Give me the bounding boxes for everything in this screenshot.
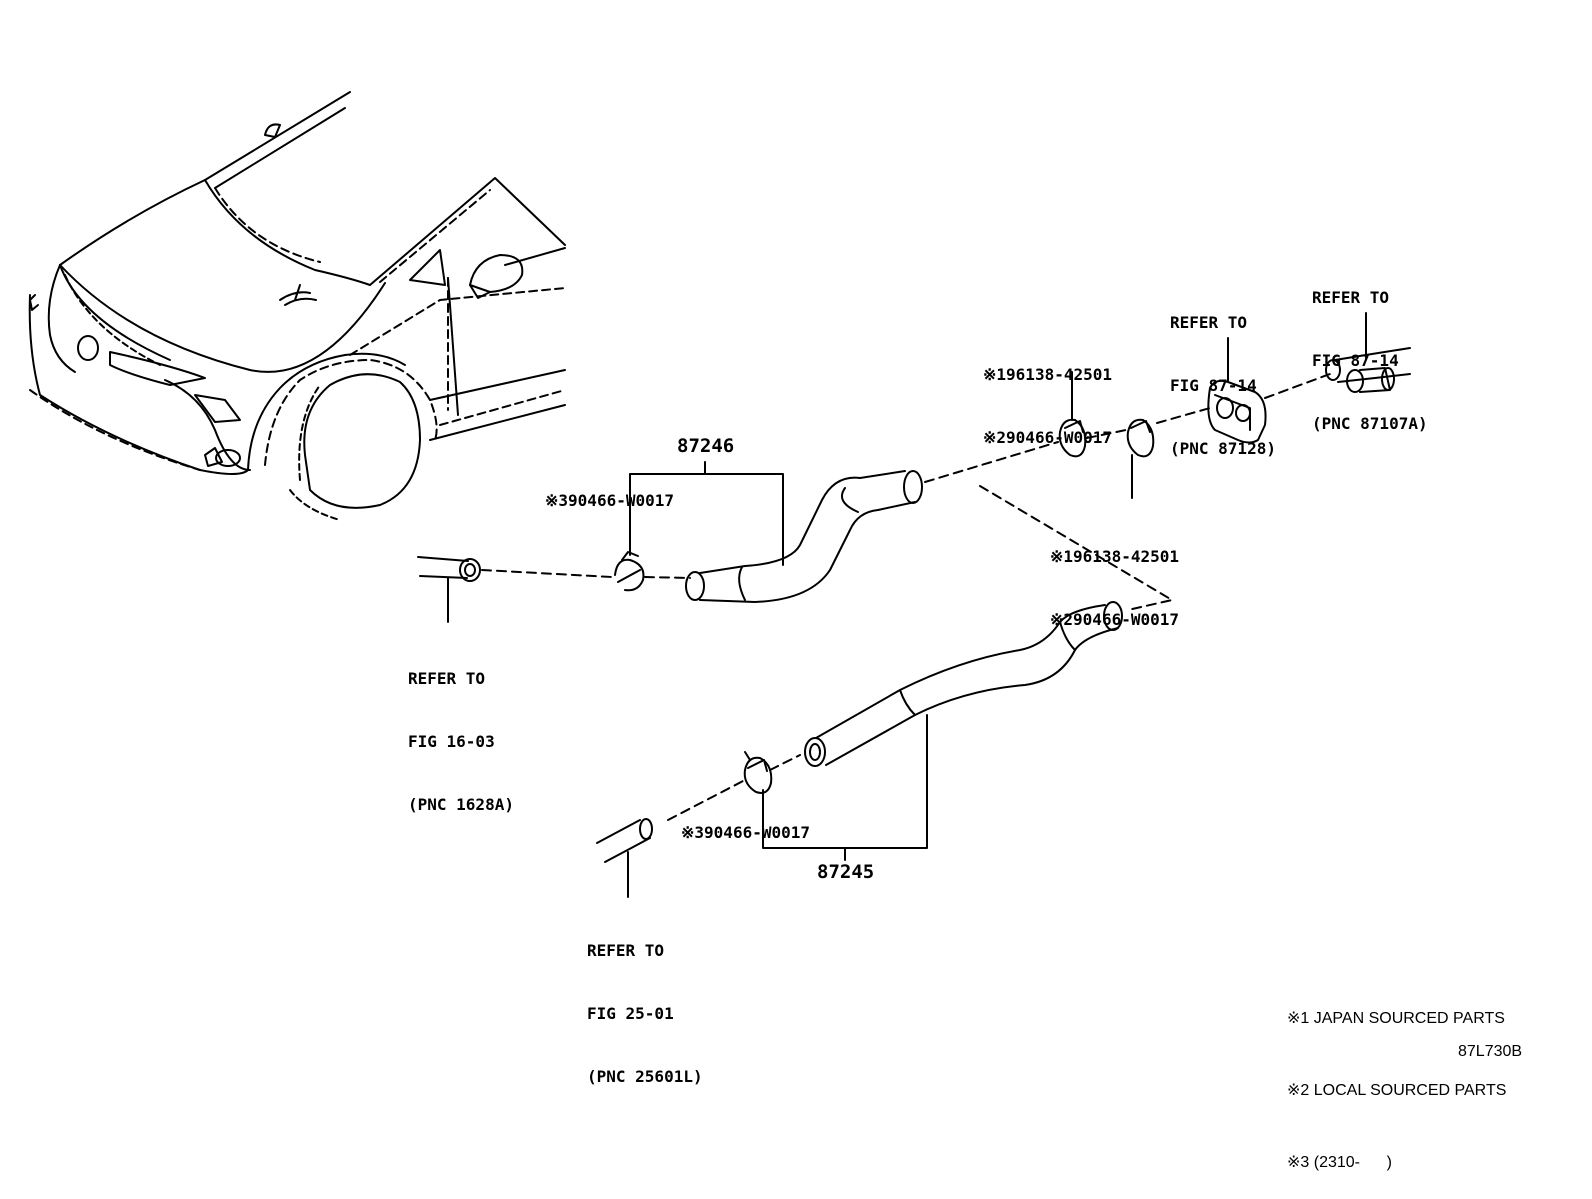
ref-left-pipe: REFER TO FIG 16-03 (PNC 1628A) — [408, 626, 514, 836]
ref-bottom-pipe-line-3: (PNC 25601L) — [587, 1067, 703, 1086]
ref-left-pipe-line-1: REFER TO — [408, 669, 486, 688]
ref-grommet-line-2: FIG 87-14 — [1170, 376, 1257, 395]
ref-bottom-pipe: REFER TO FIG 25-01 (PNC 25601L) — [587, 898, 703, 1108]
clamp-top-a-part-numbers: ※196138-42501 ※290466-W0017 — [983, 322, 1112, 469]
clamp-top-b-line-2: ※290466-W0017 — [1050, 610, 1179, 629]
clamp-low-part-number: ※390466-W0017 — [681, 823, 810, 842]
grommet-87128 — [1207, 337, 1267, 444]
footnotes: ※1 JAPAN SOURCED PARTS ※2 LOCAL SOURCED … — [1287, 959, 1506, 1199]
hose-87245 — [762, 601, 1123, 861]
ref-grommet: REFER TO FIG 87-14 (PNC 87128) — [1170, 270, 1276, 480]
ref-left-pipe-line-3: (PNC 1628A) — [408, 795, 514, 814]
left-pipe-end — [417, 556, 481, 623]
footnote-3: ※3 (2310- ) — [1287, 1154, 1392, 1171]
ref-grommet-line-1: REFER TO — [1170, 313, 1248, 332]
car-front-illustration — [28, 91, 566, 521]
clamp-low — [743, 751, 773, 794]
part-number-87245: 87245 — [817, 861, 875, 883]
clamp-top-b-part-numbers: ※196138-42501 ※290466-W0017 — [1050, 504, 1179, 651]
clamp-top-b — [1126, 418, 1155, 499]
footnote-1: ※1 JAPAN SOURCED PARTS — [1287, 1010, 1505, 1027]
ref-bottom-pipe-line-2: FIG 25-01 — [587, 1004, 674, 1023]
clamp-top-a — [1058, 371, 1087, 458]
ref-right-pipe-line-3: (PNC 87107A) — [1312, 414, 1428, 433]
right-pipe-87107a — [1325, 312, 1411, 393]
clamp-top-b-line-1: ※196138-42501 — [1050, 547, 1179, 566]
clamp-top-a-line-2: ※290466-W0017 — [983, 428, 1112, 447]
bottom-pipe-end — [596, 818, 653, 898]
figure-id: 87L730B — [1458, 1043, 1523, 1060]
dashed-connection-lines — [481, 373, 1331, 821]
part-number-87246: 87246 — [677, 435, 735, 457]
footnote-2: ※2 LOCAL SOURCED PARTS — [1287, 1082, 1507, 1099]
ref-left-pipe-line-2: FIG 16-03 — [408, 732, 495, 751]
parts-diagram — [28, 91, 1411, 898]
clamp-mid-part-number: ※390466-W0017 — [545, 491, 674, 510]
ref-bottom-pipe-line-1: REFER TO — [587, 941, 665, 960]
clamp-mid — [614, 551, 645, 592]
ref-right-pipe: REFER TO FIG 87-14 (PNC 87107A) — [1312, 245, 1428, 455]
clamp-top-a-line-1: ※196138-42501 — [983, 365, 1112, 384]
ref-grommet-line-3: (PNC 87128) — [1170, 439, 1276, 458]
ref-right-pipe-line-2: FIG 87-14 — [1312, 351, 1399, 370]
ref-right-pipe-line-1: REFER TO — [1312, 288, 1390, 307]
hose-87246 — [629, 461, 923, 603]
